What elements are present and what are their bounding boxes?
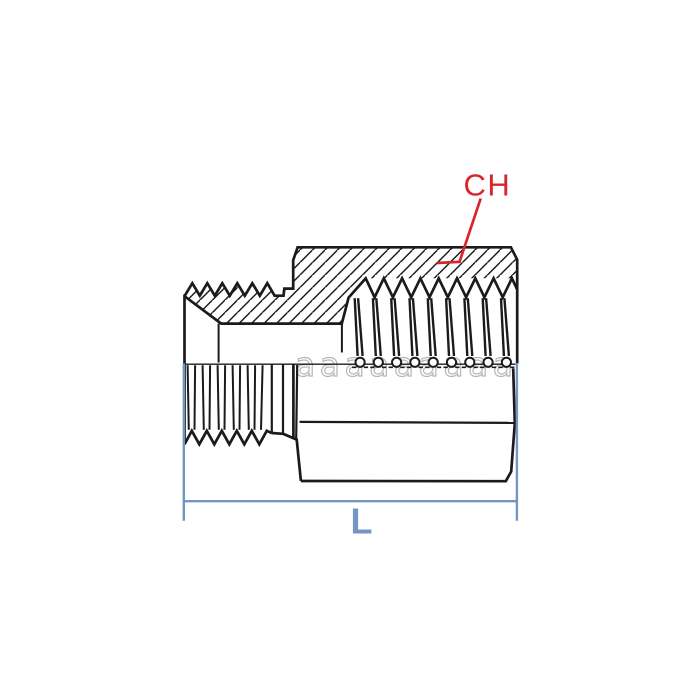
hex-chamfer-edge [282,432,303,482]
dimension-l: L [182,363,519,542]
ch-label: CH [464,168,512,203]
chamfer-callout: CH [436,168,512,265]
ch-leader-line [436,198,482,265]
female-thread-flank-lines [352,298,515,369]
hex-flat-line [299,420,515,424]
male-thread-flank-lines [186,365,264,430]
hex-corner-edge [295,364,299,439]
male-thread-exterior-profile [183,427,273,448]
female-thread-section-profile [183,275,519,325]
hex-body-outline [300,368,517,483]
thread-root-loops [352,356,515,369]
shank-bottom-line [271,431,284,436]
section-hatch-area [184,247,518,324]
dimension-label-l: L [351,501,373,542]
male-thread-section-profile [183,245,519,364]
